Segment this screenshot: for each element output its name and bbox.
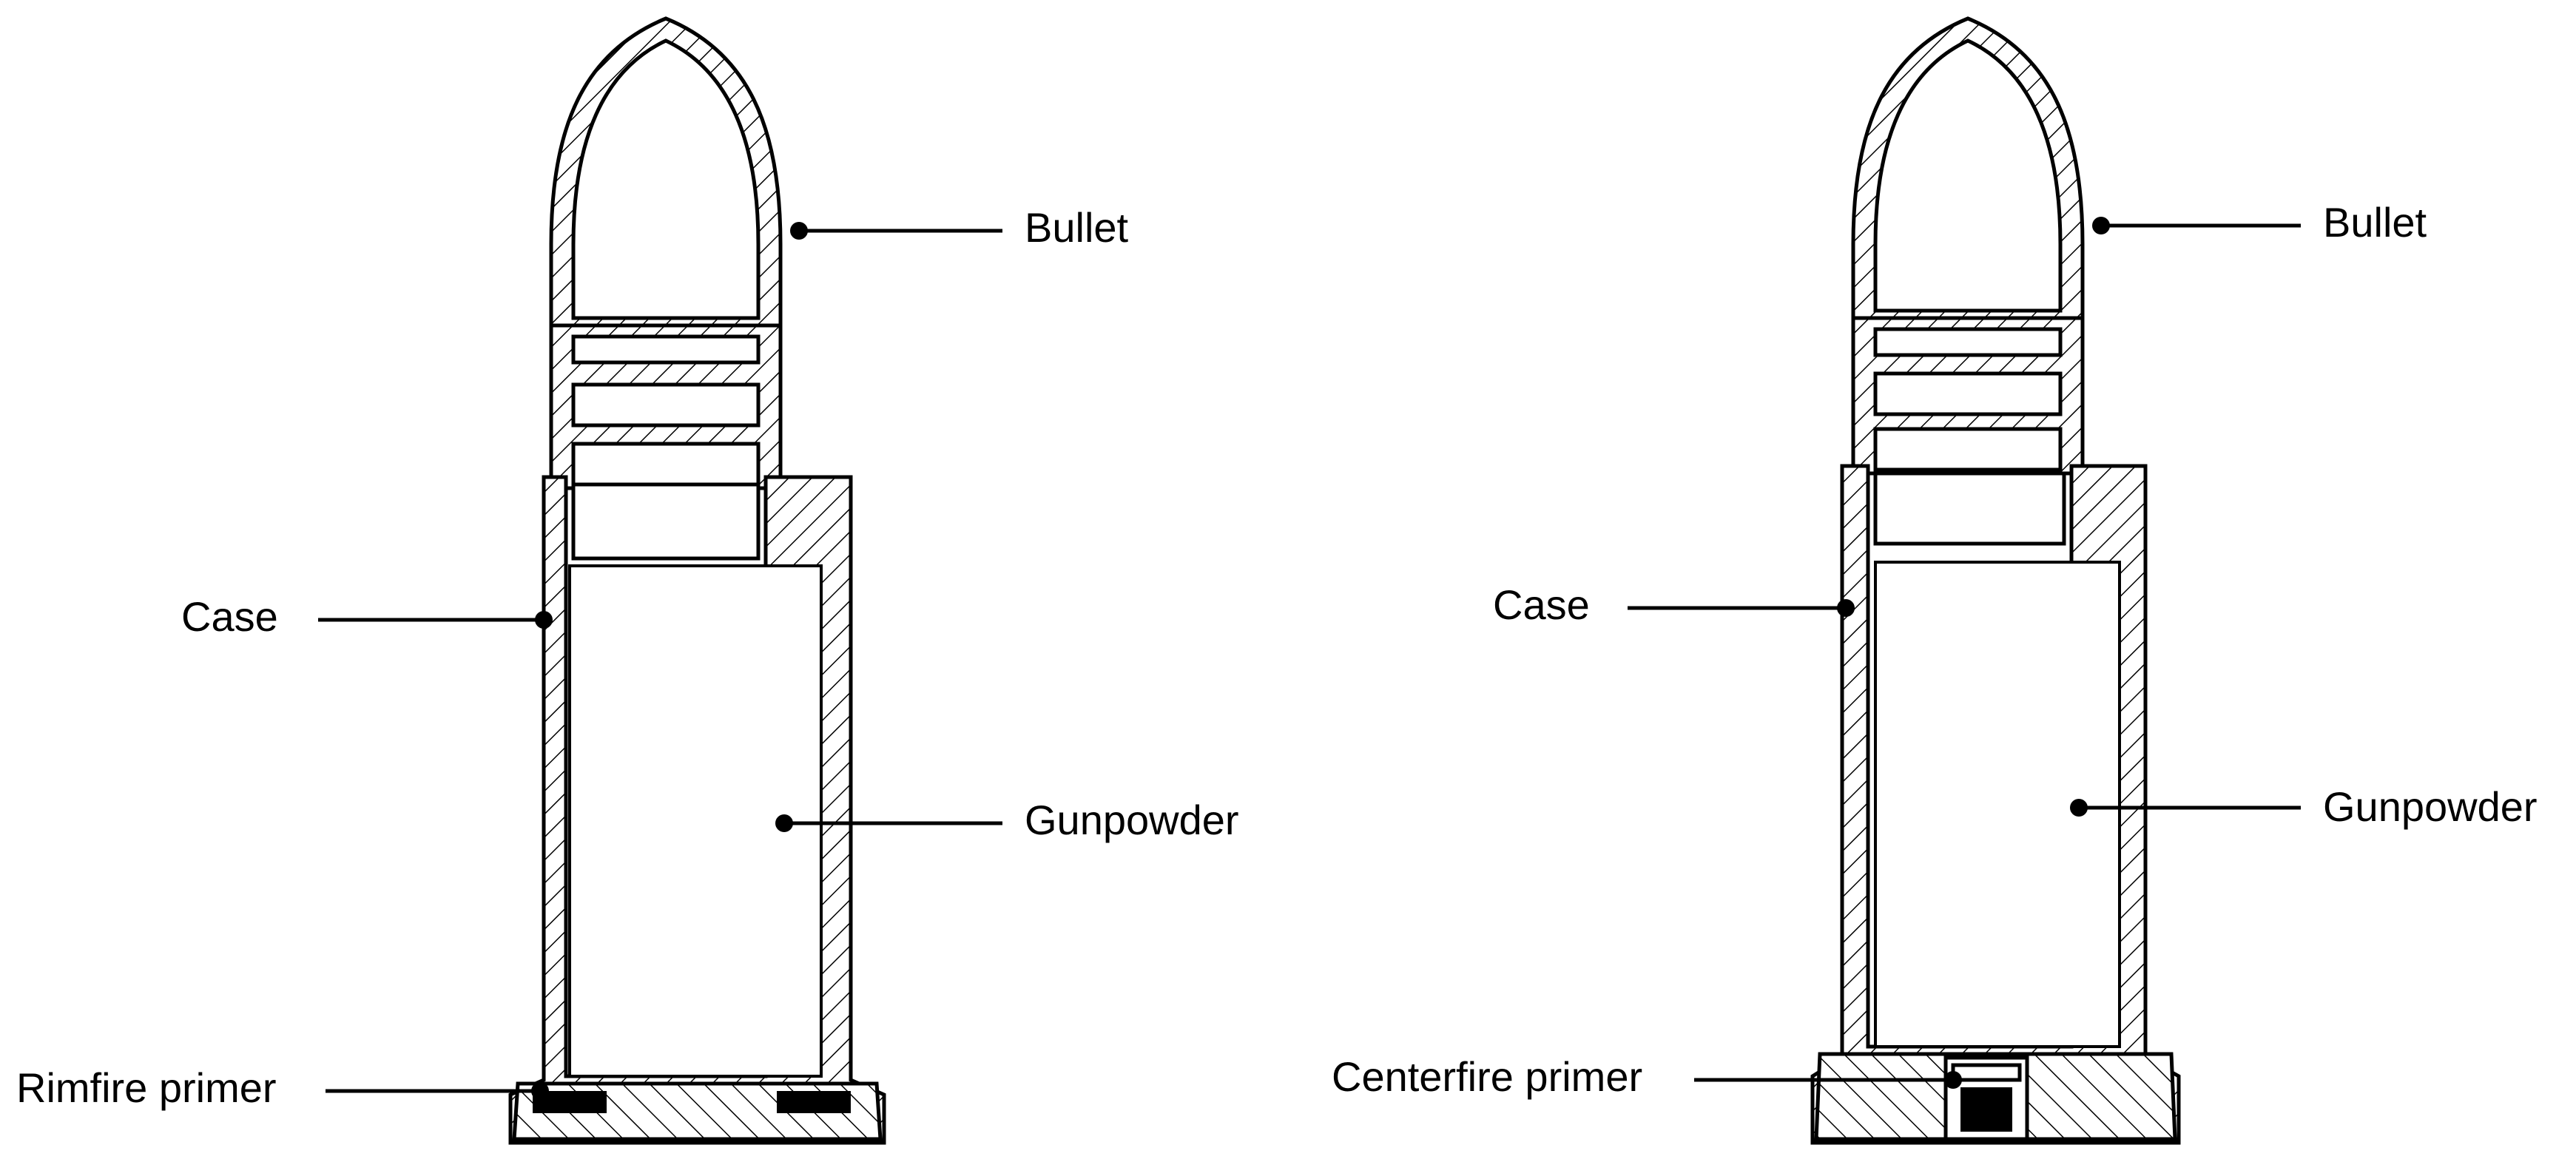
rimfire-bullet-label: Bullet [1025, 204, 1129, 251]
centerfire-bullet [1851, 16, 2085, 476]
centerfire-primer-callout: Centerfire primer [1332, 1053, 1962, 1100]
rimfire-case [508, 475, 886, 1145]
rimfire-case-callout: Case [181, 593, 553, 640]
centerfire-gunpowder-label: Gunpowder [2323, 783, 2538, 830]
rimfire-case-label: Case [181, 593, 278, 640]
centerfire-bullet-callout: Bullet [2092, 199, 2427, 246]
rimfire-bullet [549, 16, 783, 490]
rimfire-primer-right [777, 1091, 851, 1113]
rimfire-gunpowder-callout: Gunpowder [775, 797, 1239, 843]
centerfire-primer-label: Centerfire primer [1332, 1053, 1642, 1100]
rimfire-bullet-callout: Bullet [790, 204, 1129, 251]
centerfire-case [1810, 464, 2181, 1145]
centerfire-bullet-label: Bullet [2323, 199, 2427, 246]
rimfire-primer-callout: Rimfire primer [16, 1064, 549, 1111]
centerfire-gunpowder-callout: Gunpowder [2070, 783, 2538, 830]
centerfire-case-callout: Case [1493, 581, 1855, 628]
centerfire-cartridge: Bullet Case Gunpowder Centerfire primer [1332, 16, 2538, 1145]
rimfire-gunpowder-label: Gunpowder [1025, 797, 1239, 843]
rimfire-cartridge: Bullet Case Gunpowder Rimfire primer [16, 16, 1239, 1145]
centerfire-case-label: Case [1493, 581, 1590, 628]
rimfire-primer-label: Rimfire primer [16, 1064, 277, 1111]
centerfire-primer-cup [1960, 1087, 2012, 1132]
